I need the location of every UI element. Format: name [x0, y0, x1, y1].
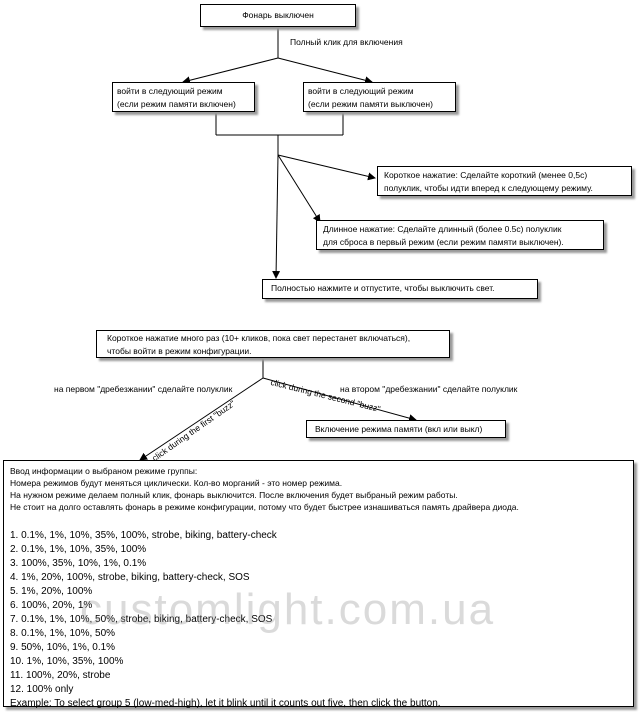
lamp-off-node: Фонарь выключен: [200, 4, 356, 27]
short-press-line2: полуклик, чтобы идти вперед к следующему…: [384, 183, 593, 193]
group-item: 4. 1%, 20%, 100%, strobe, biking, batter…: [10, 572, 250, 583]
long-press-line2: для сброса в первый режим (если режим па…: [323, 237, 564, 247]
memory-toggle-label: Включение режима памяти (вкл или выкл): [315, 424, 483, 434]
config-entry-line1: Короткое нажатие много раз (10+ кликов, …: [107, 333, 411, 343]
group-item: 6. 100%, 20%, 1%: [10, 600, 93, 611]
memory-toggle-node: Включение режима памяти (вкл или выкл): [306, 420, 506, 438]
next-mode-memory-on-line1: войти в следующий режим: [117, 86, 223, 96]
info-line: Ввод информации о выбраном режиме группы…: [10, 466, 198, 476]
info-line: На нужном режиме делаем полный клик, фон…: [10, 490, 458, 500]
info-line: Не стоит на долго оставлять фонарь в реж…: [10, 502, 519, 512]
group-item: 9. 50%, 10%, 1%, 0.1%: [10, 642, 116, 653]
long-press-node: Длинное нажатие: Сделайте длинный (более…: [316, 220, 604, 250]
group-item: 3. 100%, 35%, 10%, 1%, 0.1%: [10, 558, 147, 569]
group-item: 8. 0.1%, 1%, 10%, 50%: [10, 628, 116, 639]
group-item: 7. 0.1%, 1%, 10%, 50%, strobe, biking, b…: [10, 614, 273, 625]
lamp-off-label: Фонарь выключен: [242, 10, 314, 20]
short-press-line1: Короткое нажатие: Сделайте короткий (мен…: [384, 170, 588, 180]
group-list: 1. 0.1%, 1%, 10%, 35%, 100%, strobe, bik…: [4, 529, 633, 711]
config-entry-node: Короткое нажатие много раз (10+ кликов, …: [96, 330, 450, 358]
full-press-off-node: Полностью нажмите и отпустите, чтобы вык…: [262, 279, 538, 299]
next-mode-memory-on-line2: (если режим памяти включен): [117, 99, 236, 109]
group-item: 11. 100%, 20%, strobe: [10, 670, 111, 681]
group-item: 1. 0.1%, 1%, 10%, 35%, 100%, strobe, bik…: [10, 530, 277, 541]
config-entry-line2: чтобы войти в режим конфигурации.: [107, 346, 252, 356]
config-info-panel: Ввод информации о выбраном режиме группы…: [3, 460, 634, 709]
full-click-label: Полный клик для включения: [290, 37, 403, 47]
next-mode-memory-off-line2: (если режим памяти выключен): [308, 99, 433, 109]
info-instructions: Ввод информации о выбраном режиме группы…: [4, 463, 633, 515]
full-press-off-label: Полностью нажмите и отпустите, чтобы вык…: [271, 283, 495, 293]
next-mode-memory-on-node: войти в следующий режим (если режим памя…: [112, 82, 255, 112]
second-buzz-ru-label: на втором "дребезжании" сделайте полукли…: [340, 384, 518, 394]
next-mode-memory-off-node: войти в следующий режим (если режим памя…: [303, 82, 456, 112]
long-press-line1: Длинное нажатие: Сделайте длинный (более…: [323, 224, 562, 234]
group-item: 12. 100% only: [10, 684, 74, 695]
group-item: 2. 0.1%, 1%, 10%, 35%, 100%: [10, 544, 147, 555]
next-mode-memory-off-line1: войти в следующий режим: [308, 86, 414, 96]
info-line: Номера режимов будут меняться циклически…: [10, 478, 343, 488]
group-item: 5. 1%, 20%, 100%: [10, 586, 93, 597]
group-item: 10. 1%, 10%, 35%, 100%: [10, 656, 124, 667]
short-press-node: Короткое нажатие: Сделайте короткий (мен…: [377, 166, 632, 196]
example-line: Example: To select group 5 (low-med-high…: [10, 698, 441, 709]
watermark: customlight.com.ua: [80, 585, 496, 634]
first-buzz-ru-label: на первом "дребезжании" сделайте полукли…: [54, 384, 233, 394]
